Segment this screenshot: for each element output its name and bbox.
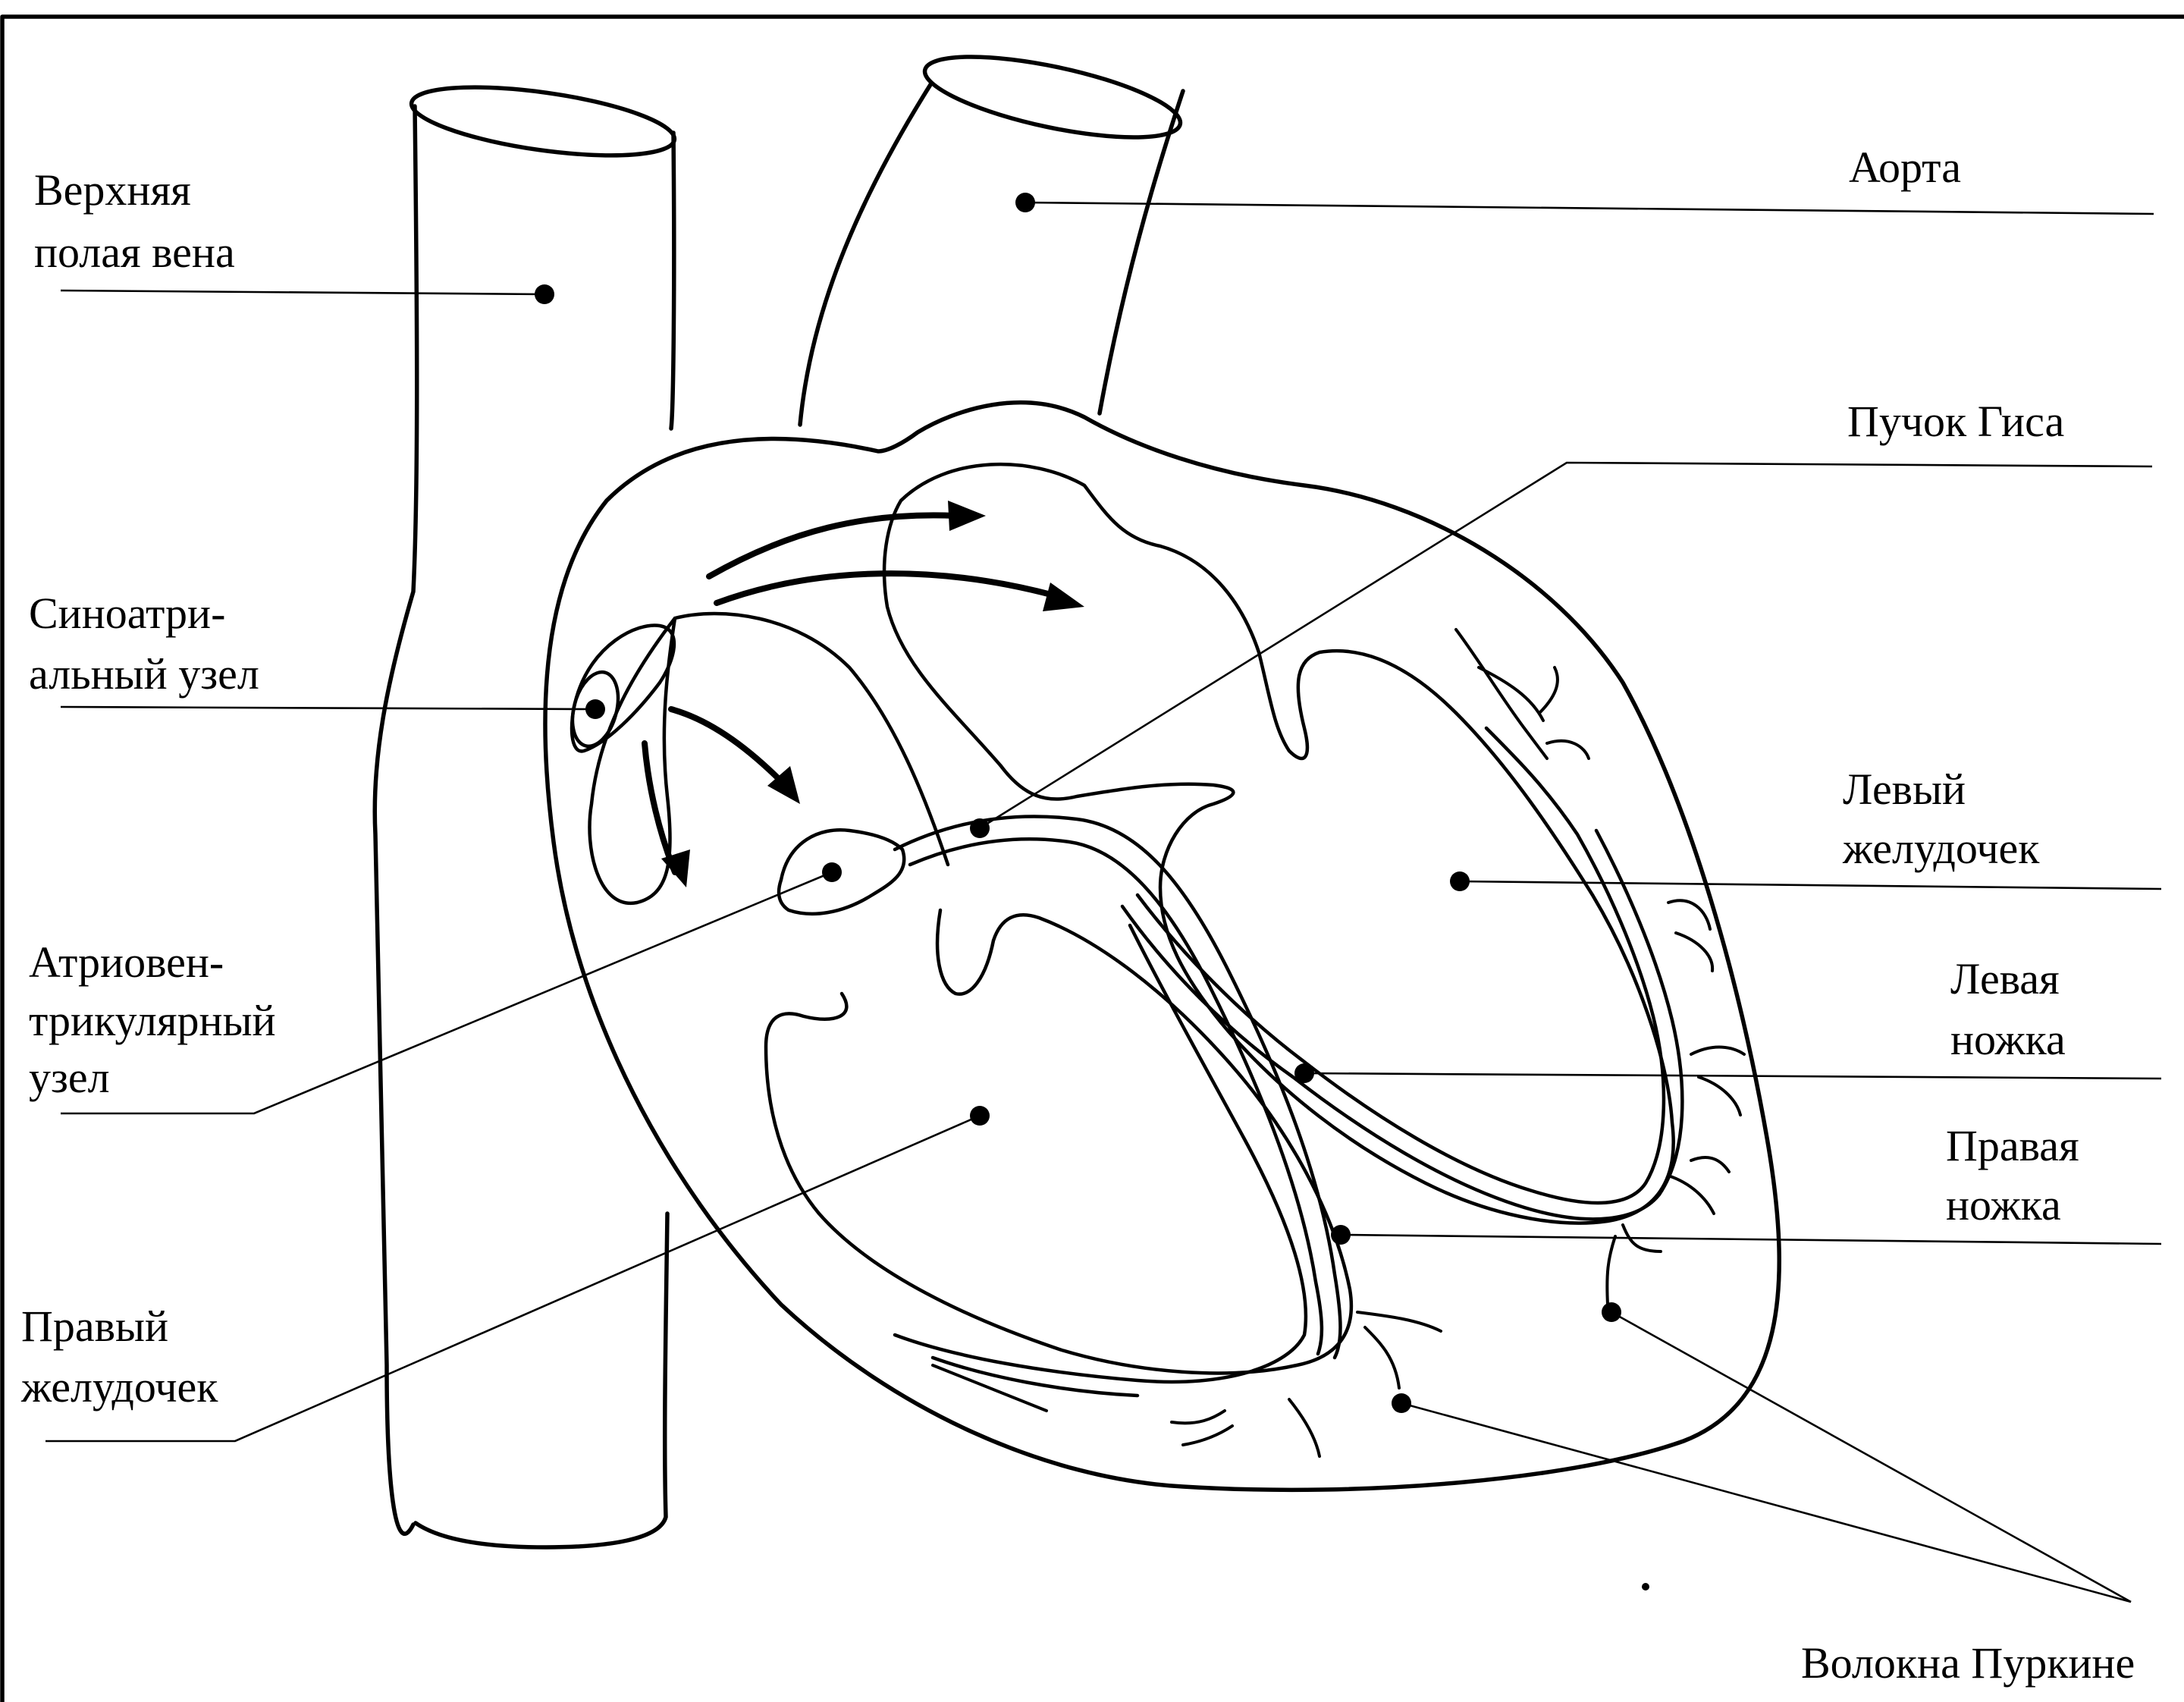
right-ventricle-wall xyxy=(764,908,1354,1375)
label-av-node-1: Атриовен- xyxy=(29,937,224,987)
left-atrium-wall xyxy=(882,462,1675,1225)
right-atrium-wall xyxy=(588,611,950,906)
label-left-ventricle-1: Левый xyxy=(1843,765,1966,814)
label-right-branch-1: Правая xyxy=(1946,1121,2079,1170)
label-av-node-3: узел xyxy=(29,1053,110,1102)
label-sa-node-2: альный узел xyxy=(29,649,259,699)
sa-node-shape xyxy=(570,623,676,753)
label-right-branch-2: ножка xyxy=(1946,1180,2061,1229)
superior-vena-cava xyxy=(372,85,677,1550)
label-svc-2: полая вена xyxy=(34,228,235,277)
label-av-node-2: трикулярный xyxy=(29,996,276,1045)
aorta-vessel xyxy=(798,55,1185,427)
label-left-branch-2: ножка xyxy=(1950,1015,2066,1064)
label-purkinje: Волокна Пуркине xyxy=(1801,1638,2135,1688)
label-his-bundle: Пучок Гиса xyxy=(1847,397,2064,446)
labels: Верхняя полая вена Аорта Пучок Гиса Сино… xyxy=(20,143,2135,1688)
excitation-arrows xyxy=(642,501,1084,887)
leader-lines xyxy=(46,193,2162,1603)
page-border xyxy=(0,14,2184,1702)
label-aorta: Аорта xyxy=(1849,143,1961,192)
purkinje-fibers xyxy=(931,628,1746,1458)
label-right-ventricle-1: Правый xyxy=(21,1302,168,1351)
av-node-shape xyxy=(777,828,906,915)
label-right-ventricle-2: желудочек xyxy=(20,1362,218,1412)
his-bundle-and-branches xyxy=(893,726,1684,1398)
label-svc-1: Верхняя xyxy=(34,165,191,215)
label-left-branch-1: Левая xyxy=(1950,954,2060,1003)
label-left-ventricle-2: желудочек xyxy=(1842,824,2040,873)
heart-outer-wall xyxy=(543,400,1781,1493)
label-sa-node-1: Синоатри- xyxy=(29,589,225,638)
